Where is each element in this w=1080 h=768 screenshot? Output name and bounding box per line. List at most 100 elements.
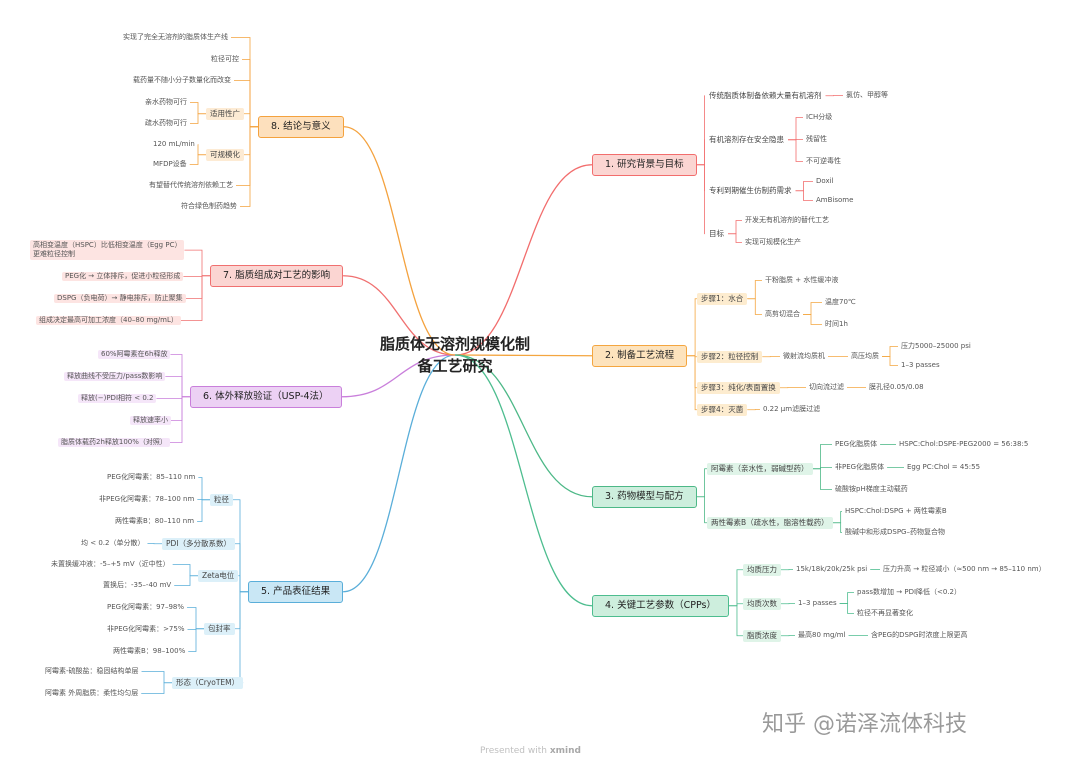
b1-leaf-4b[interactable]: 实现可规模化生产 bbox=[745, 238, 801, 246]
b1-leaf-2c[interactable]: 不可逆毒性 bbox=[806, 157, 841, 165]
branch-8-topic[interactable]: 8. 结论与意义 bbox=[258, 116, 344, 138]
b2-leaf-1a[interactable]: 干粉脂质 + 水性缓冲液 bbox=[765, 276, 839, 284]
b4-sub-2[interactable]: 均质次数 bbox=[743, 598, 781, 610]
branch-2-topic[interactable]: 2. 制备工艺流程 bbox=[592, 345, 688, 367]
b8-leaf-1[interactable]: 实现了完全无溶剂的脂质体生产线 bbox=[123, 33, 228, 41]
b1-sub-1[interactable]: 传统脂质体制备依赖大量有机溶剂 bbox=[709, 91, 822, 100]
b1-leaf-3b[interactable]: AmBisome bbox=[816, 196, 854, 204]
b3-leaf-2b[interactable]: 酸碱中和形成DSPG–药物复合物 bbox=[845, 528, 945, 536]
b7-leaf-1[interactable]: 高相变温度（HSPC）比低相变温度（Egg PC） 更难粒径控制 bbox=[30, 240, 185, 261]
b5-leaf-5a[interactable]: 阿霉素-硫酸盐：稳固结构单层 bbox=[45, 667, 139, 675]
b8-leaf-5a[interactable]: 120 mL/min bbox=[153, 140, 195, 148]
link-b8-leaf-5b bbox=[189, 154, 206, 165]
b2-leaf-1d[interactable]: 时间1h bbox=[825, 320, 848, 328]
b2-leaf-3b[interactable]: 膜孔径0.05/0.08 bbox=[869, 383, 924, 391]
b5-sub-4[interactable]: 包封率 bbox=[204, 623, 235, 635]
b1-sub-4[interactable]: 目标 bbox=[709, 229, 724, 238]
b3-leaf-1a[interactable]: PEG化脂质体 bbox=[835, 440, 878, 448]
b4-leaf-3b[interactable]: 含PEG的DSPG时浓度上限更高 bbox=[871, 631, 968, 639]
b2-leaf-3a[interactable]: 切向流过滤 bbox=[809, 383, 844, 391]
b1-leaf-3a[interactable]: Doxil bbox=[816, 177, 834, 185]
b4-leaf-3a[interactable]: 最高80 mg/ml bbox=[798, 631, 846, 639]
b5-sub-1[interactable]: 粒径 bbox=[210, 494, 233, 506]
b1-leaf-2b[interactable]: 残留性 bbox=[806, 135, 827, 143]
b1-leaf-1a[interactable]: 氯仿、甲醇等 bbox=[846, 91, 888, 99]
central-topic[interactable]: 脂质体无溶剂规模化制 备工艺研究 bbox=[380, 333, 530, 377]
b2-sub-1[interactable]: 步骤1：水合 bbox=[697, 293, 748, 305]
link-b5-sub-3 bbox=[238, 575, 248, 593]
b5-leaf-3b[interactable]: 置换后：-35–-40 mV bbox=[103, 581, 172, 589]
b5-sub-2[interactable]: PDI（多分散系数） bbox=[162, 538, 236, 550]
branch-6-topic[interactable]: 6. 体外释放验证（USP-4法） bbox=[190, 386, 342, 408]
b6-leaf-5[interactable]: 脂质体载药2h释放100%（对照） bbox=[58, 438, 170, 447]
branch-1-topic[interactable]: 1. 研究背景与目标 bbox=[592, 154, 697, 176]
b7-leaf-2[interactable]: PEG化 → 立体排斥，促进小粒径形成 bbox=[62, 272, 184, 281]
branch-7-topic[interactable]: 7. 脂质组成对工艺的影响 bbox=[210, 265, 344, 287]
link-b1-leaf-4b bbox=[728, 233, 742, 243]
b8-leaf-6[interactable]: 有望替代传统溶剂依赖工艺 bbox=[149, 181, 233, 189]
b2-sub-4[interactable]: 步骤4：灭菌 bbox=[697, 404, 748, 416]
b6-leaf-3[interactable]: 释放(−)PDI相符 < 0.2 bbox=[78, 394, 157, 403]
link-b2-leaf-1a bbox=[747, 280, 762, 300]
b4-sub-1[interactable]: 均质压力 bbox=[743, 564, 781, 576]
b4-leaf-1a[interactable]: 15k/18k/20k/25k psi bbox=[796, 565, 868, 573]
b6-leaf-1[interactable]: 60%阿霉素在6h释放 bbox=[98, 350, 171, 359]
b3-sub-1[interactable]: 阿霉素（亲水性，弱碱型药） bbox=[707, 463, 813, 475]
b8-leaf-7[interactable]: 符合绿色制药趋势 bbox=[181, 202, 237, 210]
b2-leaf-1c[interactable]: 温度70℃ bbox=[825, 298, 856, 306]
b5-leaf-1c[interactable]: 两性霉素B：80–110 nm bbox=[115, 517, 195, 525]
b3-leaf-1b1[interactable]: Egg PC:Chol = 45:55 bbox=[907, 463, 981, 471]
b5-leaf-1b[interactable]: 非PEG化阿霉素：78–100 nm bbox=[99, 495, 195, 503]
branch-4-topic[interactable]: 4. 关键工艺参数（CPPs） bbox=[592, 595, 729, 617]
b6-leaf-2[interactable]: 释放曲线不受压力/pass数影响 bbox=[64, 372, 166, 381]
b8-leaf-3[interactable]: 载药量不随小分子数量化而改变 bbox=[133, 76, 231, 84]
b4-sub-3[interactable]: 脂质浓度 bbox=[743, 630, 781, 642]
b5-leaf-3a[interactable]: 未置换缓冲液：-5–+5 mV（近中性） bbox=[51, 560, 170, 568]
b2-leaf-4a[interactable]: 0.22 μm滤膜过滤 bbox=[763, 405, 821, 413]
b2-leaf-2d[interactable]: 1–3 passes bbox=[901, 361, 940, 369]
b7-leaf-3[interactable]: DSPG（负电荷）→ 静电排斥，防止聚集 bbox=[54, 294, 186, 303]
b1-sub-2[interactable]: 有机溶剂存在安全隐患 bbox=[709, 135, 784, 144]
b2-sub-3[interactable]: 步骤3：纯化/表面置换 bbox=[697, 382, 780, 394]
b4-leaf-2a[interactable]: 1–3 passes bbox=[798, 599, 837, 607]
b5-leaf-5b[interactable]: 阿霉素 外周脂质：柔性均匀层 bbox=[45, 689, 139, 697]
branch-3-topic[interactable]: 3. 药物模型与配方 bbox=[592, 486, 697, 508]
b7-leaf-4[interactable]: 组成决定最高可加工浓度（40–80 mg/mL） bbox=[36, 316, 181, 325]
link-b5-leaf-1a bbox=[198, 477, 210, 501]
b3-sub-2[interactable]: 两性霉素B（疏水性，脂溶性载药） bbox=[707, 517, 833, 529]
link-b3-leaf-2a bbox=[832, 511, 842, 524]
b2-leaf-2b[interactable]: 高压均质 bbox=[851, 352, 879, 360]
b4-leaf-2c[interactable]: 粒径不再显著变化 bbox=[857, 609, 913, 617]
b1-leaf-4a[interactable]: 开发无有机溶剂的替代工艺 bbox=[745, 216, 829, 224]
b5-leaf-2a[interactable]: 均 < 0.2（单分散） bbox=[81, 539, 145, 547]
b3-leaf-1b[interactable]: 非PEG化脂质体 bbox=[835, 463, 885, 471]
b5-leaf-4b[interactable]: 非PEG化阿霉素：>75% bbox=[107, 625, 185, 633]
b3-leaf-2a[interactable]: HSPC:Chol:DSPG + 两性霉素B bbox=[845, 507, 947, 515]
b8-sub-5[interactable]: 可规模化 bbox=[206, 149, 244, 161]
link-b2-leaf-2d bbox=[882, 356, 898, 366]
b3-leaf-1a1[interactable]: HSPC:Chol:DSPE-PEG2000 = 56:38:5 bbox=[899, 440, 1029, 448]
b2-leaf-2c[interactable]: 压力5000–25000 psi bbox=[901, 342, 971, 350]
branch-5-topic[interactable]: 5. 产品表征结果 bbox=[248, 581, 344, 603]
b5-leaf-4a[interactable]: PEG化阿霉素：97–98% bbox=[107, 603, 185, 611]
b6-leaf-4[interactable]: 释放速率小 bbox=[130, 416, 171, 425]
b4-leaf-2b[interactable]: pass数增加 → PDI降低（<0.2） bbox=[857, 588, 962, 596]
b8-leaf-4b[interactable]: 疏水药物可行 bbox=[145, 119, 187, 127]
b1-leaf-2a[interactable]: ICH分级 bbox=[806, 113, 833, 121]
b5-sub-3[interactable]: Zeta电位 bbox=[198, 570, 239, 582]
b2-leaf-2a[interactable]: 微射流均质机 bbox=[783, 352, 825, 360]
b8-leaf-4a[interactable]: 亲水药物可行 bbox=[145, 98, 187, 106]
b8-leaf-5b[interactable]: MFDP设备 bbox=[153, 160, 187, 168]
b4-leaf-1b[interactable]: 压力升高 → 粒径减小（≈500 nm → 85–110 nm） bbox=[883, 565, 1046, 573]
b2-sub-2[interactable]: 步骤2：粒径控制 bbox=[697, 351, 763, 363]
b5-leaf-1a[interactable]: PEG化阿霉素：85–110 nm bbox=[107, 473, 196, 481]
link-b8 bbox=[343, 126, 456, 356]
b2-leaf-1b[interactable]: 高剪切混合 bbox=[765, 310, 800, 318]
b8-leaf-2[interactable]: 粒径可控 bbox=[211, 55, 239, 63]
b3-leaf-1c[interactable]: 硫酸铵pH梯度主动载药 bbox=[835, 485, 908, 493]
b8-sub-4[interactable]: 适用性广 bbox=[206, 108, 244, 120]
b1-sub-3[interactable]: 专利到期催生仿制药需求 bbox=[709, 186, 792, 195]
link-b2-leaf-1d bbox=[803, 314, 822, 325]
b5-sub-5[interactable]: 形态（CryoTEM） bbox=[172, 677, 244, 689]
b5-leaf-4c[interactable]: 两性霉素B：98–100% bbox=[113, 647, 186, 655]
